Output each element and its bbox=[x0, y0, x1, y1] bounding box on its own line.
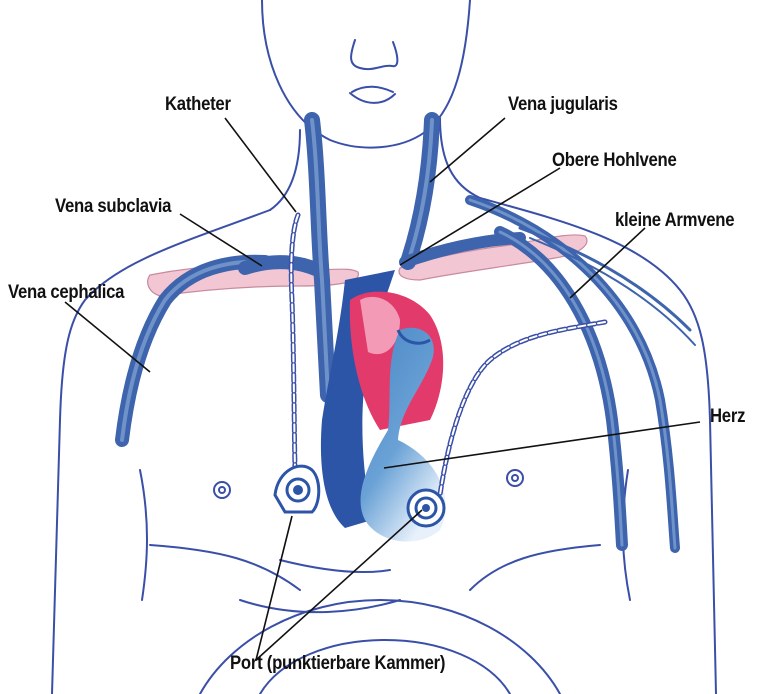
port-right bbox=[408, 490, 444, 526]
vena-subclavia-vein bbox=[245, 262, 318, 270]
label-vena-cephalica: Vena cephalica bbox=[8, 282, 124, 304]
leader-port-1 bbox=[256, 516, 292, 660]
kleine-armvene-vein bbox=[500, 232, 622, 545]
label-katheter: Katheter bbox=[165, 94, 231, 116]
leader-katheter bbox=[225, 118, 296, 212]
label-port: Port (punktierbare Kammer) bbox=[230, 653, 445, 675]
leader-herz bbox=[384, 422, 700, 468]
label-herz: Herz bbox=[710, 406, 745, 428]
leader-vena-jugularis bbox=[430, 118, 505, 182]
leader-vena-cephalica bbox=[65, 302, 150, 372]
label-vena-jugularis: Vena jugularis bbox=[508, 94, 618, 116]
mouth bbox=[350, 87, 395, 103]
leader-port-2 bbox=[256, 510, 422, 660]
label-kleine-armvene: kleine Armvene bbox=[615, 210, 734, 232]
label-vena-subclavia: Vena subclavia bbox=[55, 196, 171, 218]
catheter-right bbox=[440, 322, 605, 495]
vena-jugularis-vein bbox=[408, 120, 432, 262]
port-left bbox=[275, 466, 319, 512]
label-obere-hohlvene: Obere Hohlvene bbox=[552, 150, 677, 172]
leader-vena-subclavia bbox=[180, 214, 262, 266]
nose bbox=[351, 40, 397, 69]
neck-right bbox=[440, 118, 480, 198]
